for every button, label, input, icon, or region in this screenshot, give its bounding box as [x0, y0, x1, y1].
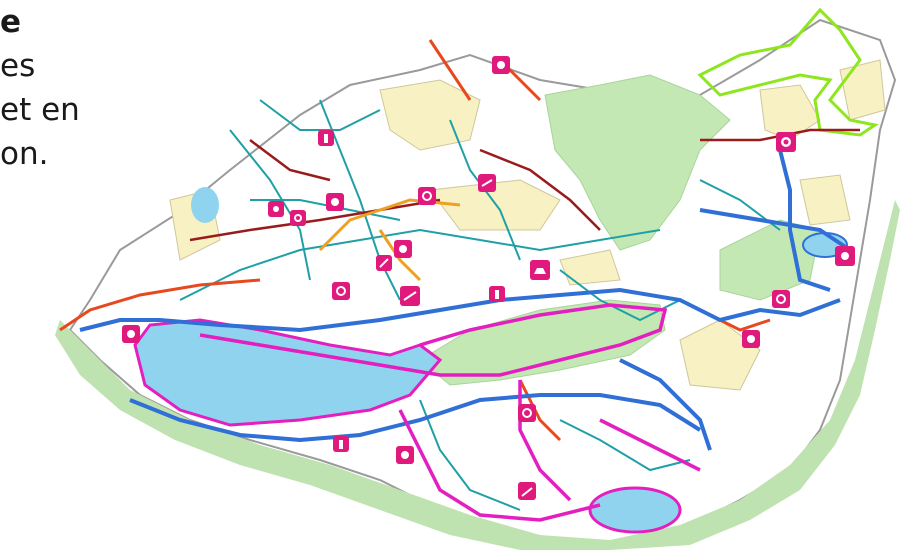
boat-icon [530, 260, 550, 280]
hiking-icon [742, 330, 760, 348]
cycling-icon [772, 290, 790, 308]
trail-network-magenta [199, 303, 701, 522]
lake-north-west [191, 187, 219, 223]
horse-riding-icon [518, 482, 536, 500]
horse-riding-icon [478, 174, 496, 192]
viewpoint-icon [776, 132, 796, 152]
cycling-icon [290, 210, 306, 226]
birdwatching-icon [835, 246, 855, 266]
district-border-lime [697, 7, 879, 137]
hiking-icon [394, 240, 412, 258]
slide-text-line-1: e [0, 4, 22, 40]
hiking-icon [122, 325, 140, 343]
hiking-icon [396, 446, 414, 464]
information-icon [489, 286, 505, 302]
slide-text-line-3: et en [0, 92, 80, 128]
slide-text-line-4: on. [0, 136, 49, 172]
horse-riding-icon [400, 286, 420, 306]
cycling-icon [518, 404, 536, 422]
information-icon [318, 130, 334, 146]
hiking-icon [268, 201, 284, 217]
fishing-icon [376, 255, 392, 271]
park-area-east [719, 219, 821, 301]
coastal-green-band [55, 200, 900, 550]
cycling-icon [332, 282, 350, 300]
activity-icons [122, 56, 855, 500]
park-area-north [544, 74, 731, 251]
lake-south-east [588, 486, 682, 534]
slide-text-line-2: es [0, 48, 36, 84]
viewpoint-icon [492, 56, 510, 74]
slide-text-fragment: e es et en on. [0, 0, 120, 176]
information-icon [333, 436, 349, 452]
cycling-icon [418, 187, 436, 205]
hiking-icon [326, 193, 344, 211]
park-area-central [419, 299, 666, 386]
